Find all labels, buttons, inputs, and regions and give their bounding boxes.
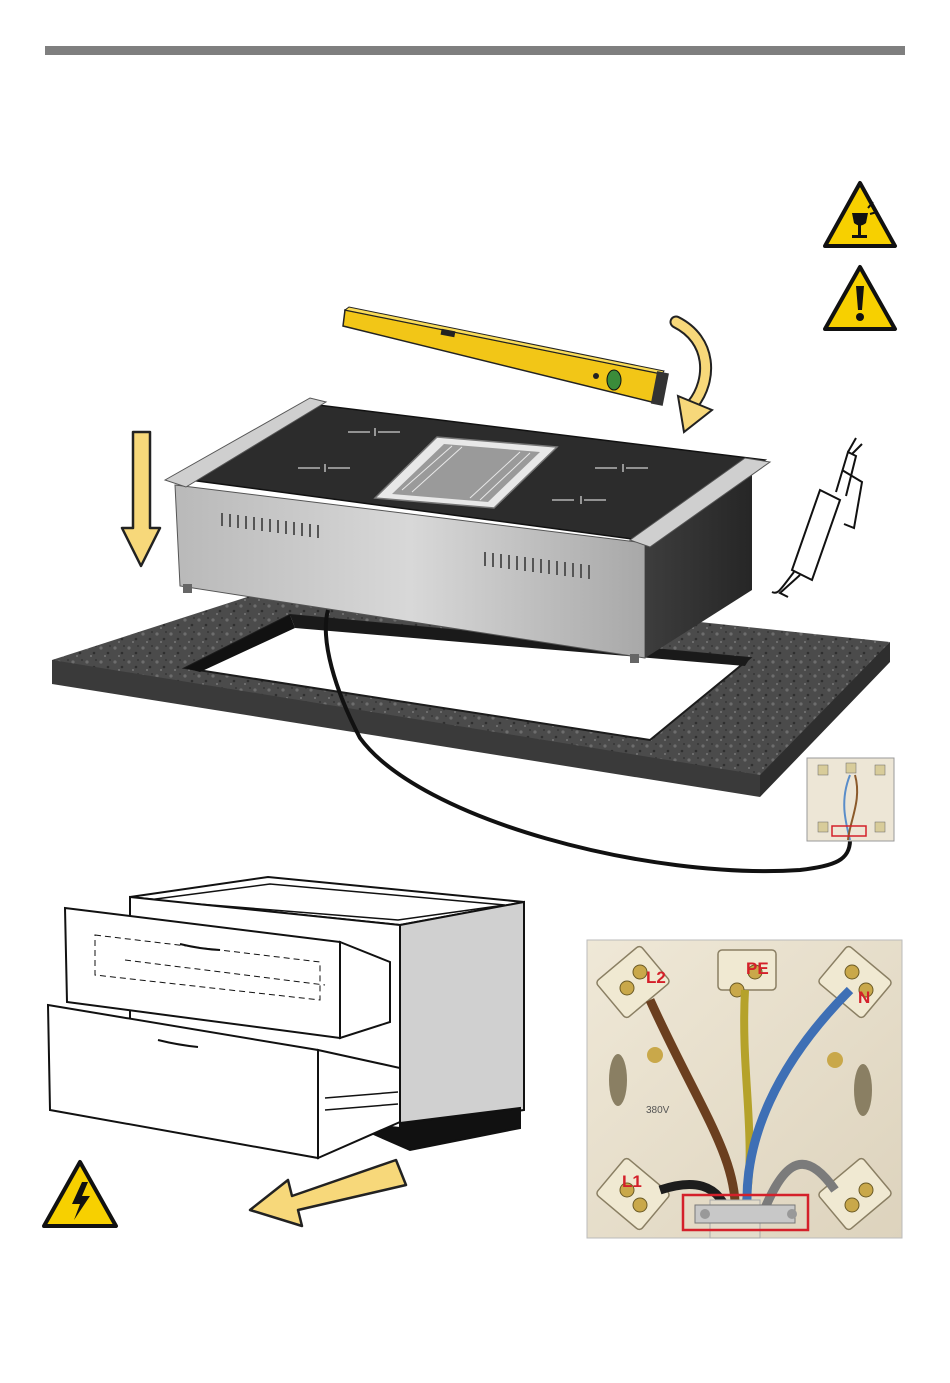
terminal-label-pe: PE [746, 959, 769, 978]
kitchen-cabinet [48, 877, 524, 1158]
pull-drawer-arrow-icon [250, 1160, 406, 1226]
insert-down-arrow-icon [122, 432, 160, 566]
terminal-label-n: N [858, 988, 870, 1007]
rotate-arrow-icon [676, 322, 712, 432]
terminal-label-l2: L2 [646, 968, 666, 987]
silicone-gun-icon [772, 438, 862, 597]
exclamation-warning-icon [825, 267, 895, 329]
high-voltage-warning-icon [44, 1162, 116, 1226]
spirit-level [343, 307, 669, 406]
terminal-label-l1: L1 [622, 1172, 642, 1191]
voltage-rating: 380V [646, 1105, 670, 1116]
terminal-block-photo: L2 PE N L1 380V [587, 940, 902, 1238]
terminal-thumbnail [807, 758, 894, 841]
fragile-glass-warning-icon [825, 183, 895, 246]
